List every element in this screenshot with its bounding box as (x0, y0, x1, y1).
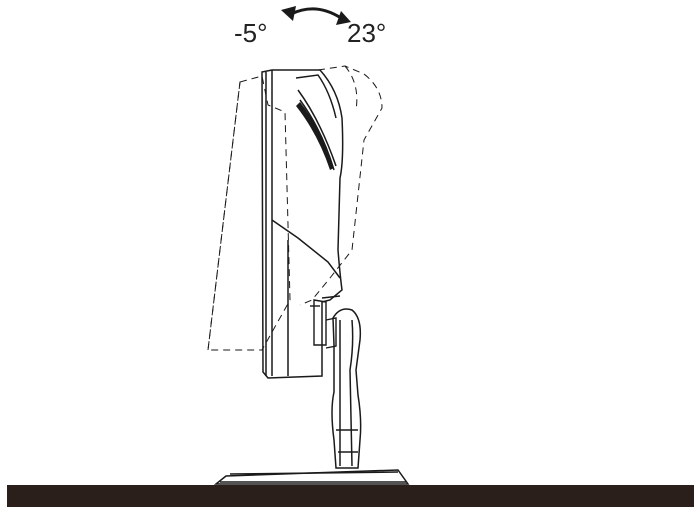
tilt-forward-outline (207, 75, 291, 351)
double-headed-curved-arrow-icon (281, 6, 351, 25)
tilt-back-outline (299, 65, 383, 306)
hinge (310, 299, 337, 349)
monitor-vent-detail (296, 102, 334, 170)
tilt-min-label: -5° (234, 18, 268, 48)
tilt-max-label: 23° (347, 18, 387, 48)
stand-neck (331, 308, 362, 469)
floor-bar (7, 485, 694, 507)
stand-base (213, 469, 410, 485)
monitor-body (261, 69, 344, 379)
